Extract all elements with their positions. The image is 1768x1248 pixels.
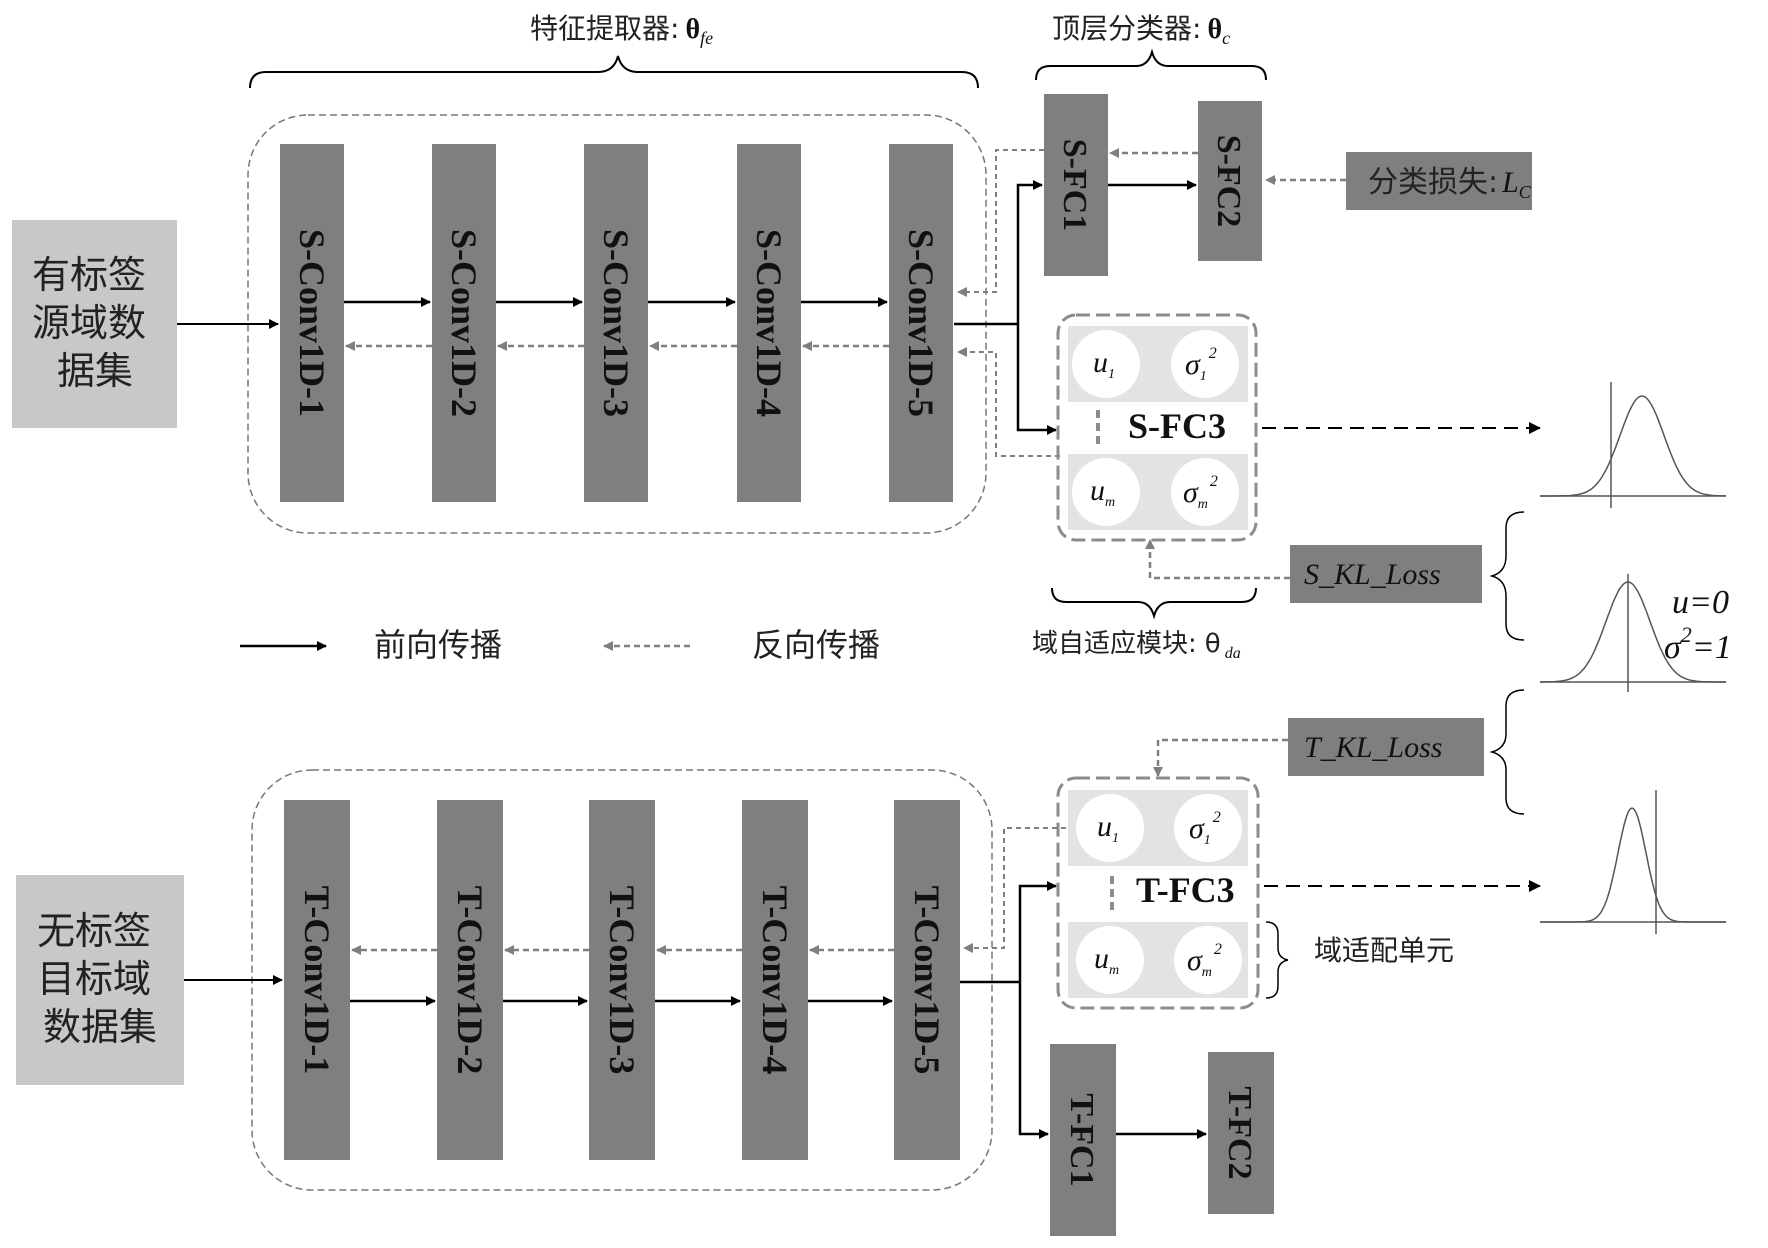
domain-unit-label: 域适配单元 — [1314, 934, 1454, 967]
source-conv-label-2: S-Conv1D-2 — [444, 229, 484, 417]
target-conv-label-3: T-Conv1D-3 — [602, 886, 642, 1075]
gaussian-curve — [1540, 395, 1726, 497]
top-classifier-label: 顶层分类器:θc — [1052, 12, 1230, 48]
target-conv-block-2 — [437, 800, 503, 1160]
source-fc3-label: S-FC3 — [1128, 406, 1226, 446]
target-kl-brace — [1489, 689, 1525, 815]
source-gauss-unit-top: u1 σ12 — [1072, 330, 1239, 398]
gaussian-curve — [1540, 581, 1726, 683]
target-input-label: 无标签 目标域 数据集 — [37, 909, 163, 1049]
source-fc1-label: S-FC1 — [1056, 139, 1093, 232]
target-kl-loss-box — [1288, 718, 1484, 776]
source-gauss-unit-bottom: um σm2 — [1072, 458, 1239, 526]
target-gauss-unit-top: u1 σ12 — [1076, 794, 1242, 862]
source-fc2-block — [1198, 101, 1262, 261]
target-conv-label-5: T-Conv1D-5 — [907, 886, 947, 1075]
sigma-circle — [1174, 926, 1242, 994]
target-kl-loss-backarrow — [1153, 738, 1288, 777]
sigma-circle — [1174, 794, 1242, 862]
source-conv-label-5: S-Conv1D-5 — [901, 229, 941, 417]
svg-text:σ12: σ12 — [1189, 809, 1221, 848]
svg-text:σ12: σ12 — [1185, 345, 1217, 384]
target-conv-block-5 — [894, 800, 960, 1160]
mu-circle — [1072, 330, 1140, 398]
source-kl-loss-backarrow — [1145, 539, 1290, 580]
source-fc2-label: S-FC2 — [1210, 135, 1247, 228]
target-gauss-unit-bottom: um σm2 — [1076, 926, 1242, 994]
feature-extractor-label: 特征提取器:θfe — [530, 12, 713, 48]
mu-circle — [1076, 926, 1144, 994]
target-fc3-backarrow — [963, 827, 1066, 953]
target-fc2-block — [1208, 1052, 1274, 1214]
top-classifier-brace — [1035, 48, 1267, 81]
svg-text:um: um — [1094, 942, 1119, 978]
target-fc1-block — [1050, 1044, 1116, 1236]
target-input-box — [16, 875, 184, 1085]
target-conv-block-3 — [589, 800, 655, 1160]
source-input-label: 有标签 源域数 据集 — [32, 253, 158, 393]
std-normal-sigma: σ2=1 — [1664, 622, 1732, 666]
source-kl-loss-box — [1290, 545, 1482, 603]
target-distribution-plot — [1540, 790, 1726, 934]
target-fc3-label: T-FC3 — [1136, 870, 1235, 910]
source-forward-split — [954, 180, 1057, 435]
target-conv-label-1: T-Conv1D-1 — [297, 886, 337, 1075]
legend-forward-label: 前向传播 — [374, 626, 502, 664]
feature-extractor-brace — [249, 55, 979, 89]
source-conv-block-5 — [889, 144, 953, 502]
target-conv-label-4: T-Conv1D-4 — [755, 886, 795, 1075]
target-conv-label-2: T-Conv1D-2 — [450, 886, 490, 1075]
target-fc1-label: T-FC1 — [1063, 1093, 1100, 1186]
svg-text:σm2: σm2 — [1183, 473, 1218, 512]
source-distribution-plot — [1540, 382, 1726, 508]
source-conv-label-1: S-Conv1D-1 — [292, 229, 332, 417]
sigma-circle — [1171, 458, 1239, 526]
source-conv-block-3 — [584, 144, 648, 502]
standard-normal-plot — [1540, 574, 1726, 692]
classification-loss-label: 分类损失:LC — [1368, 165, 1532, 202]
source-conv-block-2 — [432, 144, 496, 502]
source-kl-loss-label: S_KL_Loss — [1304, 558, 1441, 591]
mu-circle — [1072, 458, 1140, 526]
target-forward-split — [960, 881, 1057, 1139]
std-normal-mu: u=0 — [1672, 584, 1729, 621]
mu-circle — [1076, 794, 1144, 862]
source-conv-block-4 — [737, 144, 801, 502]
domain-unit-brace — [1265, 921, 1289, 999]
source-kl-brace — [1489, 511, 1525, 641]
svg-text:u1: u1 — [1093, 346, 1115, 382]
classification-loss-box — [1346, 152, 1532, 210]
svg-text:u1: u1 — [1097, 810, 1119, 846]
target-kl-loss-label: T_KL_Loss — [1304, 731, 1442, 764]
target-conv-block-1 — [284, 800, 350, 1160]
sigma-circle — [1171, 330, 1239, 398]
source-conv-label-4: S-Conv1D-4 — [749, 229, 789, 417]
source-fc1-block — [1044, 94, 1108, 276]
svg-text:σm2: σm2 — [1187, 941, 1222, 980]
source-fc1-backarrow — [957, 149, 1044, 297]
source-conv-block-1 — [280, 144, 344, 502]
source-fc3-backarrow — [957, 347, 1060, 457]
source-conv-label-3: S-Conv1D-3 — [596, 229, 636, 417]
source-input-box — [12, 220, 177, 428]
svg-text:um: um — [1090, 474, 1115, 510]
domain-module-brace — [1051, 587, 1257, 620]
legend-backward-label: 反向传播 — [752, 626, 880, 664]
target-fc2-label: T-FC2 — [1221, 1086, 1258, 1179]
target-conv-block-4 — [742, 800, 808, 1160]
gaussian-curve — [1540, 807, 1726, 923]
